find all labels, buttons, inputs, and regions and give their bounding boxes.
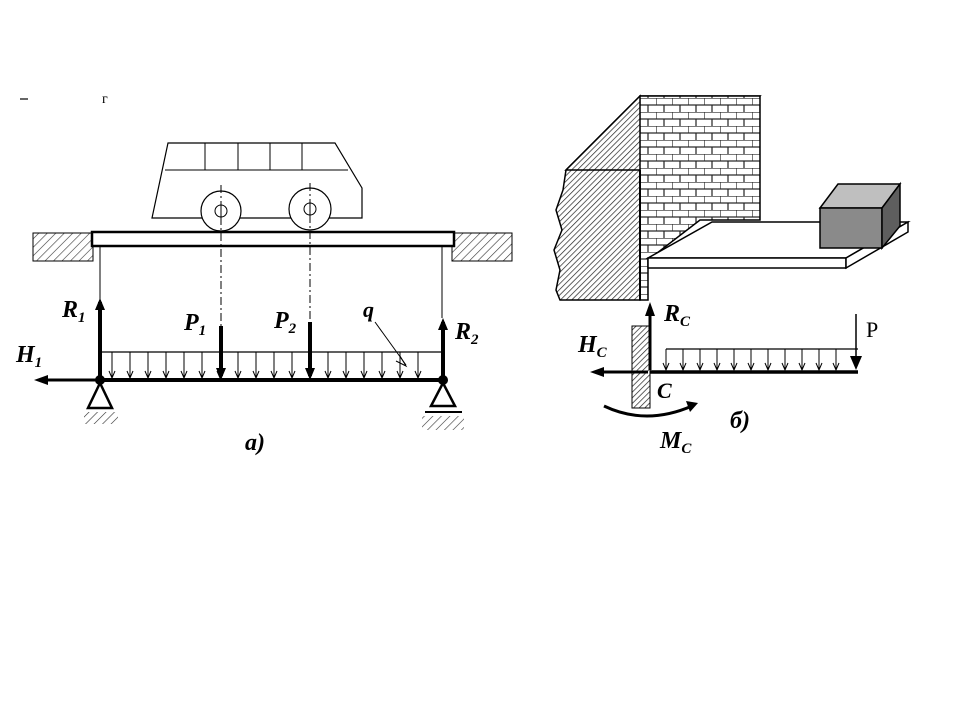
label-p1: P1: [183, 310, 206, 339]
load-arrow-head: [781, 362, 789, 372]
label-hc: HC: [577, 332, 608, 361]
load-arrow-head: [747, 362, 755, 372]
load-arrow-head: [396, 370, 404, 380]
label-p: P: [866, 317, 878, 342]
box-load: [818, 181, 902, 251]
label-rc: RC: [663, 301, 691, 330]
load-arrow-head: [832, 362, 840, 372]
load-arrow-head: [162, 370, 170, 380]
brick-face: [639, 95, 761, 301]
load-arrow-head: [713, 362, 721, 372]
load-arrow-head: [662, 362, 670, 372]
load-arrow-head: [730, 362, 738, 372]
fixed-support: [631, 325, 651, 409]
load-arrow-head: [198, 370, 206, 380]
load-arrow-head: [252, 370, 260, 380]
load-arrow-head: [288, 370, 296, 380]
load-arrow-head: [234, 370, 242, 380]
load-arrow-head: [798, 362, 806, 372]
load-arrow-head: [815, 362, 823, 372]
distributed-load-arrows: [108, 352, 422, 380]
figure-b-cantilever: RC HC C P MC б): [553, 94, 911, 457]
load-arrow-head: [414, 370, 422, 380]
load-arrow-head: [360, 370, 368, 380]
load-arrow-head: [679, 362, 687, 372]
corner-mark: г: [102, 92, 108, 107]
label-r1: R1: [61, 297, 86, 326]
label-p2: P2: [273, 308, 297, 337]
label-mc: MC: [659, 428, 692, 457]
left-abutment: [32, 232, 94, 262]
right-abutment: [451, 232, 513, 262]
load-arrow-head: [108, 370, 116, 380]
load-arrow-head: [270, 370, 278, 380]
caption-b: б): [730, 408, 750, 434]
load-arrow-head: [324, 370, 332, 380]
load-arrow-head: [378, 370, 386, 380]
load-arrow-head: [764, 362, 772, 372]
label-r2: R2: [454, 319, 479, 348]
load-arrow-head: [126, 370, 134, 380]
load-arrow-head: [180, 370, 188, 380]
label-q: q: [363, 297, 374, 322]
vehicle: [151, 142, 363, 232]
load-arrow-head: [696, 362, 704, 372]
load-arrow-head: [342, 370, 350, 380]
label-h1: H1: [15, 342, 42, 371]
mc-moment-arrow: [603, 404, 693, 418]
figure-a-bridge: R1 H1 P1 P2 q R2 а): [15, 142, 513, 456]
distributed-load-arrows-b: [662, 349, 840, 372]
label-c: C: [657, 378, 672, 403]
load-arrow-head: [144, 370, 152, 380]
right-roller-support: [422, 375, 464, 430]
bridge-deck: [90, 230, 456, 248]
caption-a: а): [245, 430, 265, 456]
left-pin-support: [84, 375, 118, 424]
